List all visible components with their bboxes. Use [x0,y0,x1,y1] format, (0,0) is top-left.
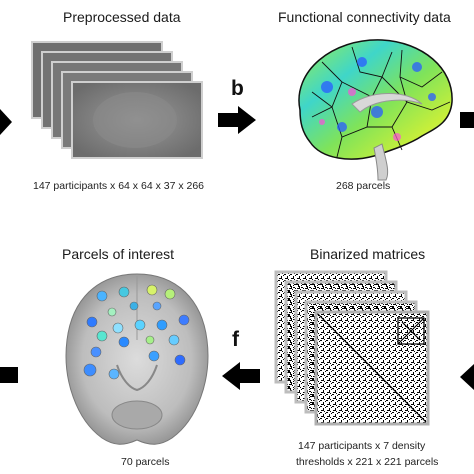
arrow-left-icon [460,364,474,390]
corpus-callosum [351,93,423,113]
parcels-caption: 70 parcels [121,456,170,468]
connectivity-brain [298,39,453,181]
parcels-of-interest-title: Parcels of interest [62,246,175,262]
binarized-caption-line2: thresholds x 221 x 221 parcels [296,456,439,468]
step-b-label: b [231,77,244,100]
arrow-left-icon [222,362,260,390]
step-f-label: f [232,328,239,351]
arrow-left-icon [0,367,18,383]
binarized-matrices-stack [274,270,430,426]
preprocessed-caption: 147 participants x 64 x 64 x 37 x 266 [33,180,205,192]
arrow-right-icon [218,106,256,134]
brainstem [373,143,389,181]
brain-shadow [93,92,177,148]
arrow-right-icon [460,112,474,128]
functional-connectivity-title: Functional connectivity data [278,9,451,25]
parcels-brain [65,273,209,445]
parcel-dots [83,284,190,380]
preprocessed-data-title: Preprocessed data [63,9,181,25]
axial-slice [65,273,209,445]
preprocessed-slices-stack [31,41,203,159]
binarized-matrices-title: Binarized matrices [310,246,426,262]
arrow-right-icon [0,109,12,135]
connectivity-caption: 268 parcels [336,180,391,192]
binarized-caption-line1: 147 participants x 7 density [298,440,426,452]
